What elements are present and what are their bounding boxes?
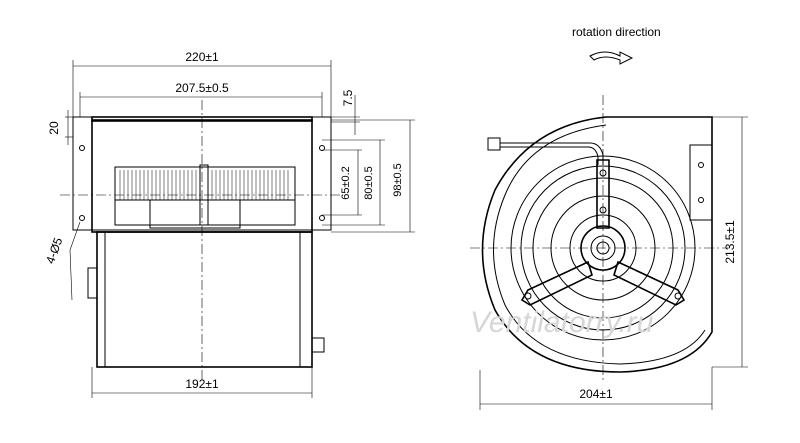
- dim-holes: 4-Ø5: [43, 235, 65, 265]
- dim-98: 98±0.5: [392, 163, 404, 197]
- dim-side-width: 204±1: [579, 387, 613, 401]
- dim-inner-width: 207.5±0.5: [175, 81, 229, 95]
- rotation-direction-label: rotation direction: [572, 25, 661, 39]
- rotation-arrow-icon: [589, 51, 634, 65]
- side-view: rotation direction 213.5±1 204±1: [470, 25, 748, 410]
- dim-bottom-width: 192±1: [185, 377, 219, 391]
- dim-80: 80±0.5: [363, 166, 375, 200]
- dim-65: 65±0.2: [340, 166, 352, 200]
- dim-top-height: 20: [47, 121, 61, 135]
- watermark: Ventilatorry.ru: [470, 306, 654, 339]
- dim-overall-width: 220±1: [185, 50, 219, 64]
- dim-flange-offset: 7.5: [341, 89, 355, 106]
- dim-side-height: 213.5±1: [723, 220, 737, 264]
- front-view: 220±1 207.5±0.5 7.5 20 65±0.2 80±0.5 98±…: [43, 50, 415, 398]
